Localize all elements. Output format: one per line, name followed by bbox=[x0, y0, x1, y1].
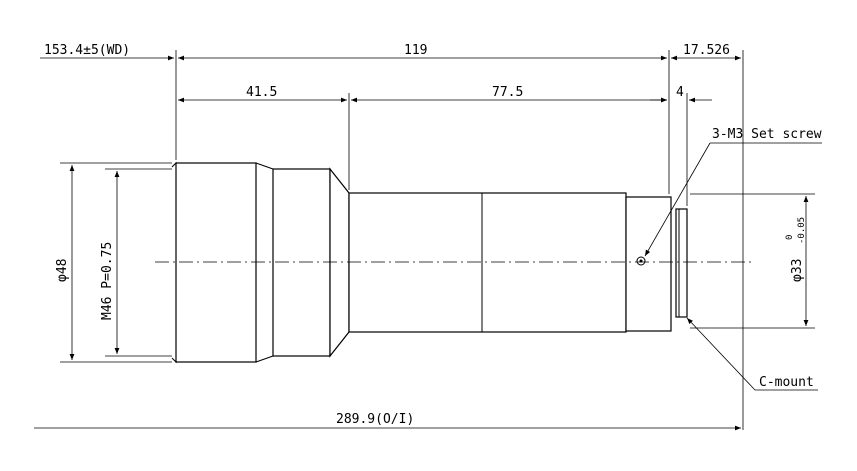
dimension-row-second: 41.5 77.5 4 bbox=[178, 85, 712, 103]
filter-thread-label: M46 P=0.75 bbox=[100, 242, 115, 320]
front-thread-stub bbox=[171, 161, 177, 364]
dimension-row-bottom: 289.9(O/I) bbox=[34, 412, 741, 431]
main-tube bbox=[348, 192, 627, 333]
extension-lines bbox=[60, 50, 815, 430]
left-diameters: φ48 M46 P=0.75 bbox=[55, 165, 120, 360]
second-barrel bbox=[272, 168, 331, 357]
set-screw-label: 3-M3 Set screw bbox=[712, 127, 822, 142]
set-screw-callout: 3-M3 Set screw bbox=[644, 127, 822, 257]
working-distance-label: 153.4±5(WD) bbox=[44, 43, 130, 58]
mount-diameter-label: φ33 bbox=[790, 259, 805, 282]
c-mount-label: C-mount bbox=[759, 375, 814, 390]
c-mount-callout: C-mount bbox=[686, 317, 818, 391]
dimension-row-top: 153.4±5(WD) 119 17.526 bbox=[40, 43, 741, 61]
taper-section bbox=[329, 167, 350, 358]
front-barrel-bevel bbox=[255, 162, 274, 363]
mount-tolerance-upper: 0 bbox=[785, 235, 795, 240]
total-length-label: 119 bbox=[404, 43, 427, 58]
front-section-label: 41.5 bbox=[246, 85, 277, 100]
set-screw-mark bbox=[636, 256, 646, 266]
mount-ring bbox=[625, 196, 672, 332]
rear-section-label: 77.5 bbox=[492, 85, 523, 100]
c-mount-thread bbox=[675, 208, 688, 318]
c-mount-leader bbox=[686, 317, 756, 391]
set-screw-leader bbox=[644, 142, 711, 257]
mount-tolerance-lower: -0.05 bbox=[797, 217, 807, 244]
lens-body bbox=[171, 161, 688, 364]
object-image-label: 289.9(O/I) bbox=[336, 412, 414, 427]
mount-offset-label: 4 bbox=[676, 85, 684, 100]
right-diameter: φ33 0 -0.05 bbox=[785, 196, 809, 326]
front-diameter-label: φ48 bbox=[55, 259, 70, 282]
front-barrel bbox=[175, 162, 257, 363]
flange-back-label: 17.526 bbox=[683, 43, 730, 58]
